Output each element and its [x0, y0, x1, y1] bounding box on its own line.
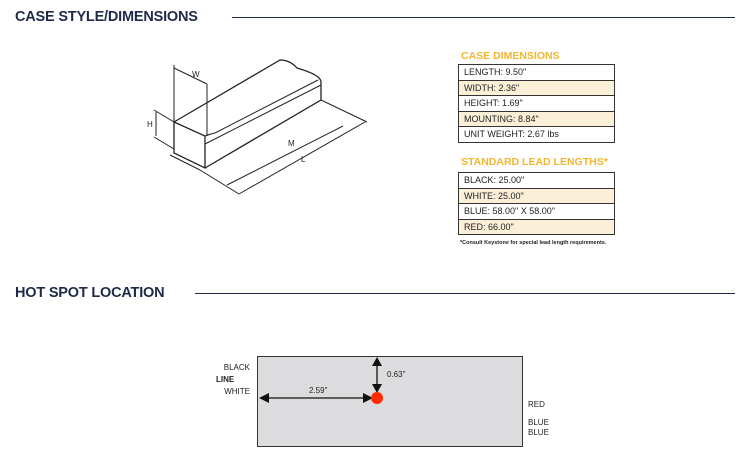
dimension-row: WIDTH: 2.36" [458, 79, 615, 96]
hotspot-heading: HOT SPOT LOCATION [15, 285, 165, 301]
vertical-offset: 0.63" [387, 370, 406, 379]
dimension-row: MOUNTING: 8.84" [458, 110, 615, 127]
arrow-up-icon [372, 357, 382, 366]
lead-row: BLUE: 58.00" X 58.00" [458, 203, 615, 220]
horizontal-offset: 2.59" [309, 386, 328, 395]
case-outline [257, 356, 523, 447]
hotspot-marker [371, 392, 383, 404]
h-label: H [147, 120, 153, 129]
label-line: LINE [216, 375, 235, 384]
l-label: L [301, 155, 306, 164]
label-red: RED [528, 400, 545, 409]
lead-lengths-title: STANDARD LEAD LENGTHS* [461, 156, 608, 168]
lead-row: RED: 66.00" [458, 218, 615, 235]
label-blue: BLUE [528, 418, 549, 427]
lead-row: BLACK: 25.00" [458, 172, 615, 189]
heading-rule [232, 17, 735, 18]
case-dimensions-title: CASE DIMENSIONS [461, 50, 560, 62]
footnote: *Consult Keystone for special lead lengt… [460, 240, 607, 246]
label-black: BLACK [223, 363, 250, 372]
label-blue: BLUE [528, 428, 549, 437]
dimension-row: UNIT WEIGHT: 2.67 lbs [458, 126, 615, 143]
hotspot-diagram [259, 357, 383, 404]
dimension-row: HEIGHT: 1.69" [458, 95, 615, 112]
heading-rule [195, 293, 735, 294]
case-diagram: W H M L [147, 59, 368, 195]
w-label: W [192, 70, 200, 79]
arrow-down-icon [372, 384, 382, 393]
m-label: M [288, 139, 295, 148]
arrow-right-icon [363, 393, 373, 403]
case-style-heading: CASE STYLE/DIMENSIONS [15, 9, 198, 25]
label-white: WHITE [224, 387, 250, 396]
lead-lengths-table: BLACK: 25.00" WHITE: 25.00" BLUE: 58.00"… [458, 172, 615, 235]
dimension-row: LENGTH: 9.50" [458, 64, 615, 81]
dimensions-table: LENGTH: 9.50" WIDTH: 2.36" HEIGHT: 1.69"… [458, 64, 615, 143]
lead-row: WHITE: 25.00" [458, 187, 615, 204]
arrow-left-icon [259, 393, 269, 403]
